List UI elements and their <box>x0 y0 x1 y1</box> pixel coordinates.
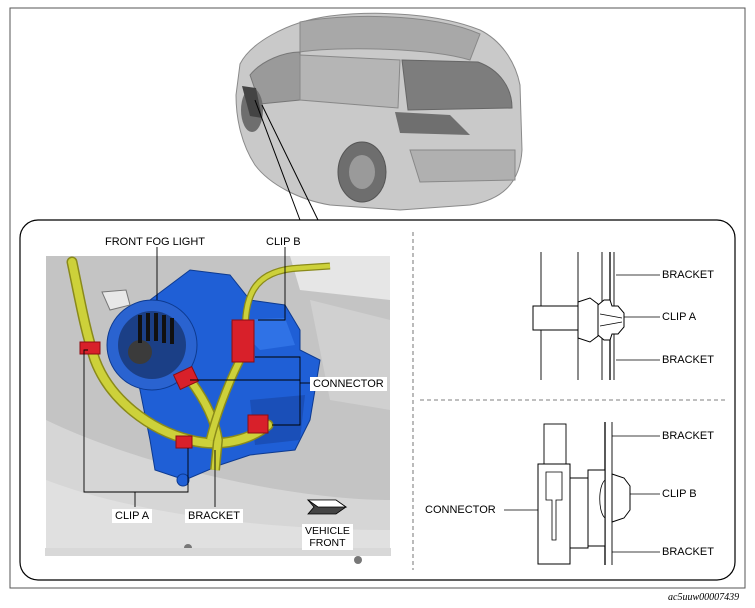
label-bottom-bracket-upper: BRACKET <box>662 430 714 442</box>
label-vehicle-front: VEHICLE FRONT <box>302 524 353 550</box>
label-top-clip-a: CLIP A <box>662 311 697 323</box>
label-clip-a-main: CLIP A <box>112 509 153 523</box>
label-clip-b-main: CLIP B <box>266 236 301 248</box>
label-bottom-connector: CONNECTOR <box>425 504 496 516</box>
label-bottom-clip-b: CLIP B <box>662 488 697 500</box>
label-bottom-bracket-lower: BRACKET <box>662 546 714 558</box>
callout-line-left <box>254 99 301 221</box>
clip-b-detail <box>504 422 660 565</box>
label-front-fog-light: FRONT FOG LIGHT <box>105 236 206 248</box>
label-vehicle-front-line2: FRONT <box>309 537 346 549</box>
label-bracket-main: BRACKET <box>185 509 243 523</box>
vehicle-illustration <box>235 12 523 211</box>
vehicle-front-arrow-icon <box>306 499 348 515</box>
label-connector-main: CONNECTOR <box>310 377 387 391</box>
clip-a-detail <box>532 252 660 380</box>
label-top-bracket-lower: BRACKET <box>662 354 714 366</box>
document-id: ac5uuw00007439 <box>668 592 740 603</box>
label-top-bracket-upper: BRACKET <box>662 269 714 281</box>
callout-line-right <box>261 104 319 221</box>
label-vehicle-front-line1: VEHICLE <box>305 525 350 537</box>
